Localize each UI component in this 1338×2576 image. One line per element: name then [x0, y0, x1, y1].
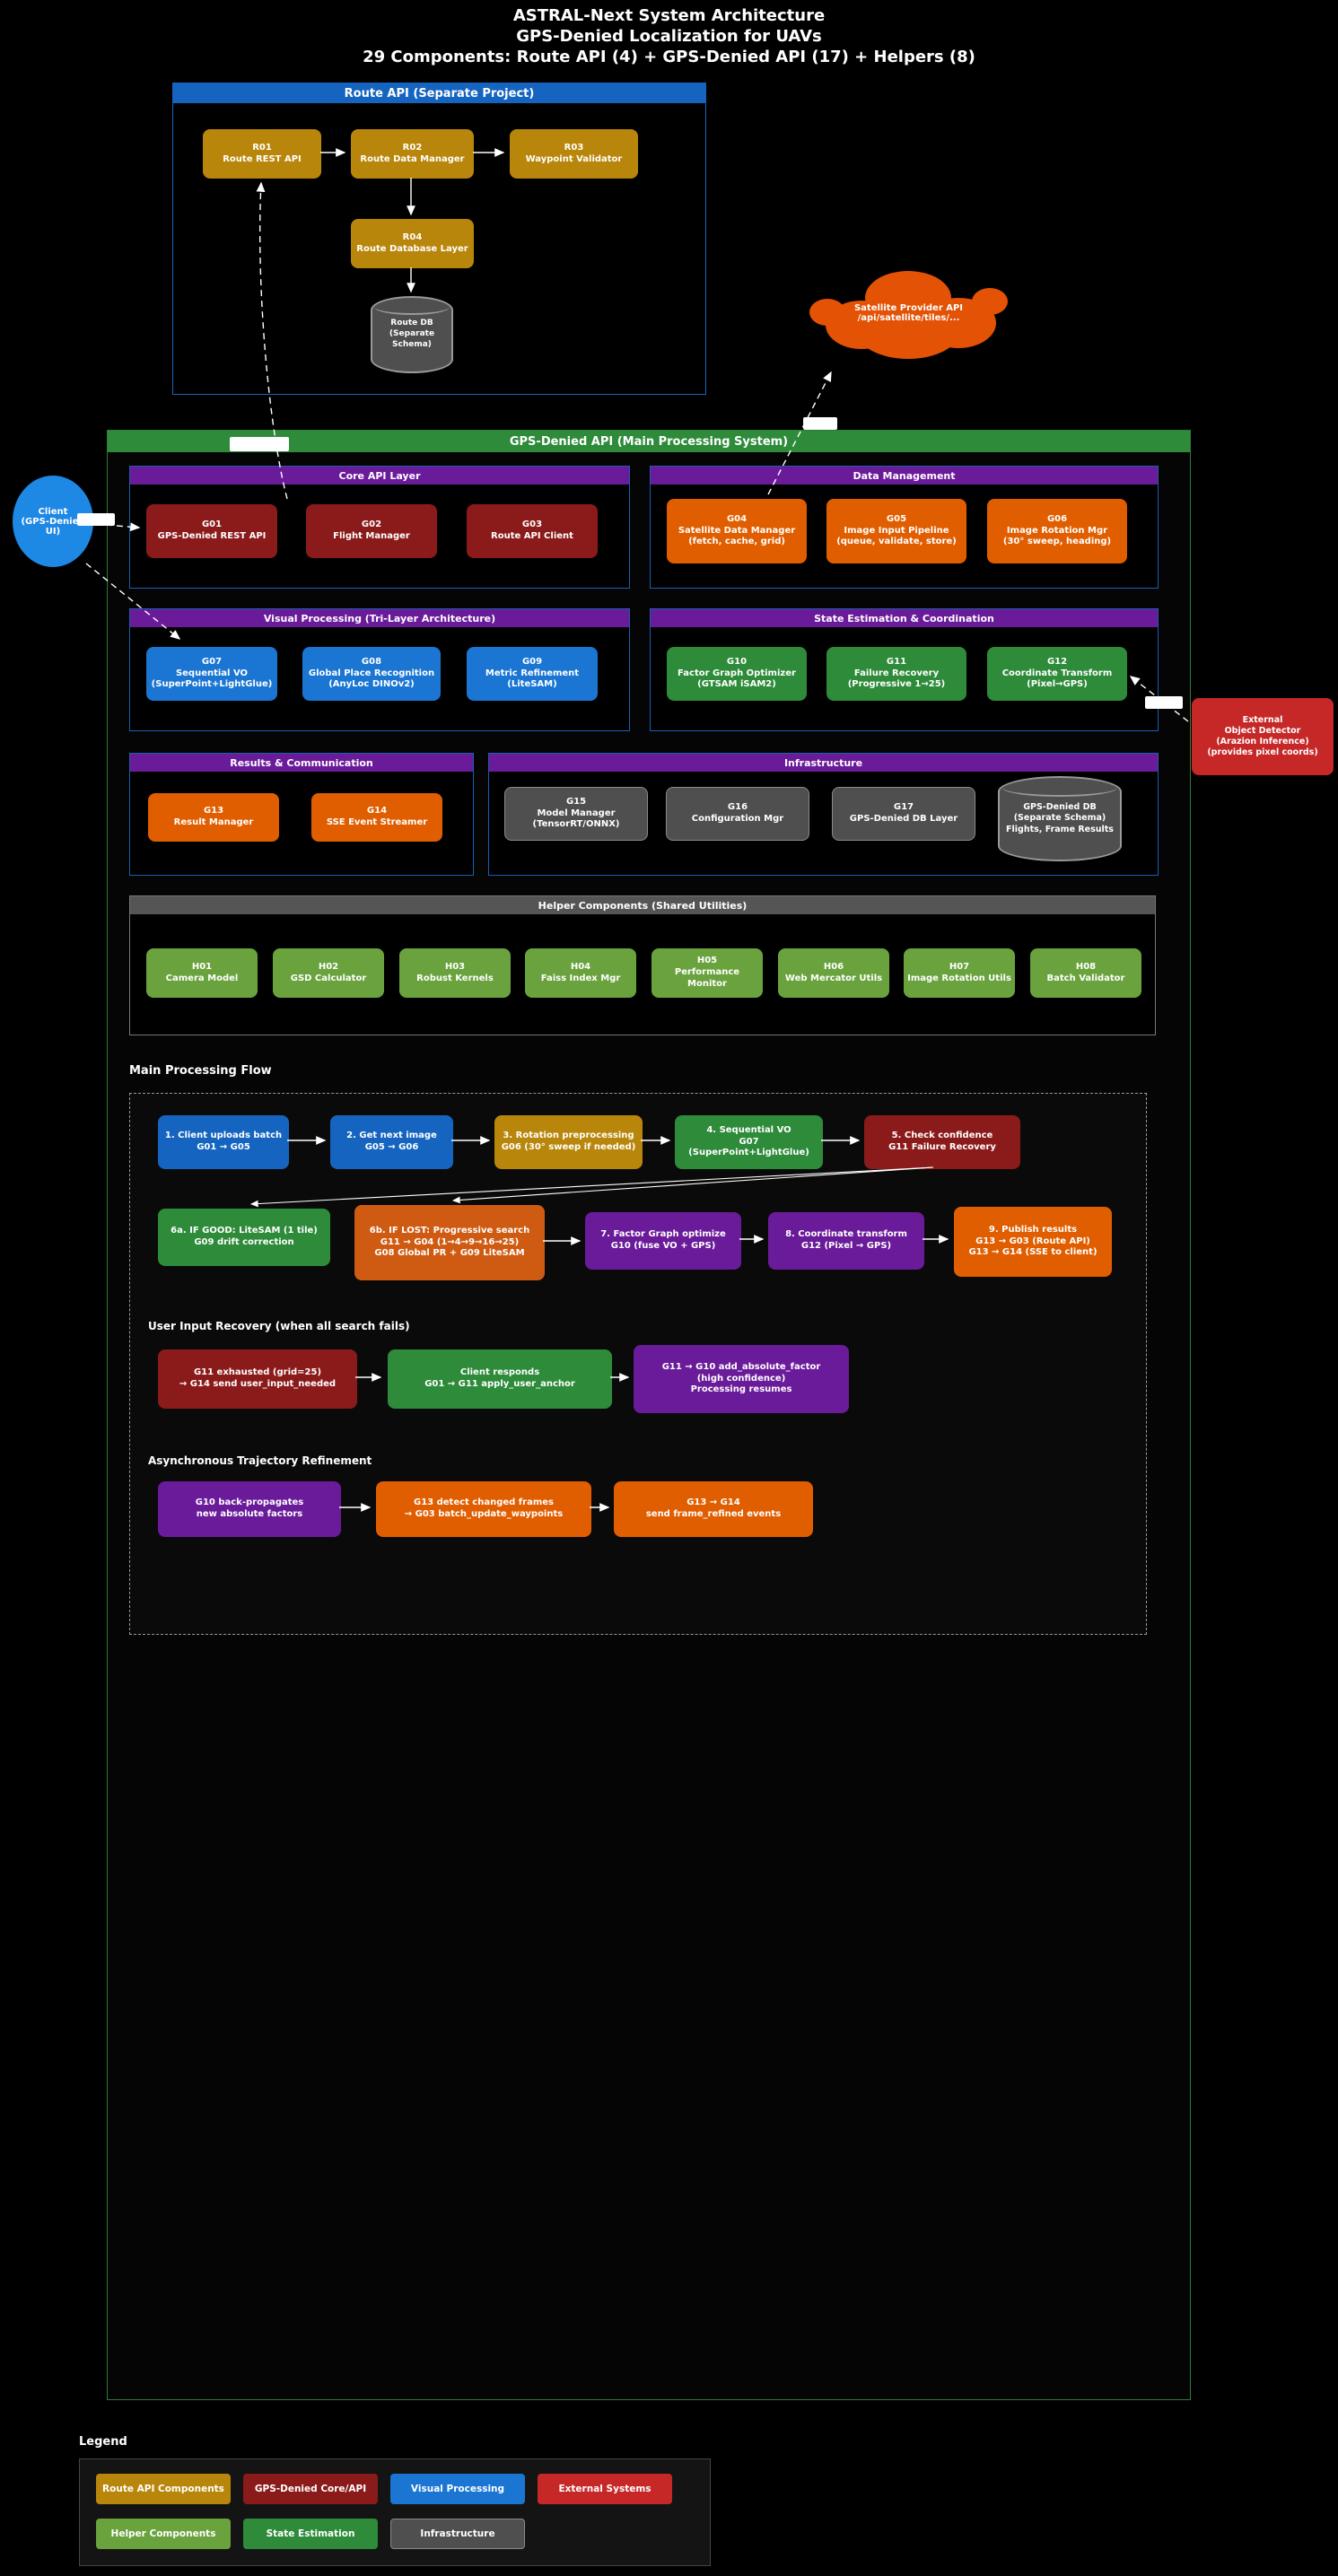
- helper-components-header: Helper Components (Shared Utilities): [130, 896, 1155, 914]
- node-g12: G12 Coordinate Transform (Pixel→GPS): [987, 647, 1127, 701]
- node-r01: R01 Route REST API: [203, 129, 321, 179]
- node-g08: G08 Global Place Recognition (AnyLoc DIN…: [302, 647, 441, 701]
- flow-step-2: 2. Get next image G05 → G06: [330, 1115, 453, 1169]
- results-communication-section: Results & Communication G13 Result Manag…: [129, 753, 474, 876]
- results-communication-header: Results & Communication: [130, 754, 473, 772]
- route-api-container: Route API (Separate Project) R01 Route R…: [172, 83, 706, 395]
- node-g04: G04 Satellite Data Manager (fetch, cache…: [667, 499, 807, 563]
- node-h07: H07 Image Rotation Utils: [904, 948, 1015, 998]
- data-management-header: Data Management: [651, 467, 1158, 485]
- node-g03: G03 Route API Client: [467, 504, 598, 558]
- async-step-2: G13 detect changed frames → G03 batch_up…: [376, 1481, 591, 1537]
- state-estimation-header: State Estimation & Coordination: [651, 609, 1158, 627]
- node-h03: H03 Robust Kernels: [399, 948, 511, 998]
- visual-processing-section: Visual Processing (Tri-Layer Architectur…: [129, 608, 630, 731]
- node-h01: H01 Camera Model: [146, 948, 258, 998]
- edge-label-blank-4: [1145, 696, 1183, 709]
- node-g05: G05 Image Input Pipeline (queue, validat…: [826, 499, 966, 563]
- node-g09: G09 Metric Refinement (LiteSAM): [467, 647, 598, 701]
- node-h04: H04 Faiss Index Mgr: [525, 948, 636, 998]
- flow-step-3: 3. Rotation preprocessing G06 (30° sweep…: [494, 1115, 643, 1169]
- recovery-step-1: G11 exhausted (grid=25) → G14 send user_…: [158, 1349, 357, 1409]
- visual-processing-header: Visual Processing (Tri-Layer Architectur…: [130, 609, 629, 627]
- legend-infrastructure: Infrastructure: [390, 2519, 525, 2549]
- flow-step-5: 5. Check confidence G11 Failure Recovery: [864, 1115, 1020, 1169]
- title-line-2: GPS-Denied Localization for UAVs: [516, 27, 822, 46]
- cloud-shape: [809, 271, 1008, 359]
- node-g14: G14 SSE Event Streamer: [311, 793, 442, 842]
- title-line-1: ASTRAL-Next System Architecture: [512, 6, 826, 25]
- route-db-cylinder: Route DB (Separate Schema): [371, 296, 453, 373]
- recovery-step-3: G11 → G10 add_absolute_factor (high conf…: [634, 1345, 849, 1413]
- helper-components-section: Helper Components (Shared Utilities) H01…: [129, 895, 1156, 1035]
- core-api-layer-section: Core API Layer G01 GPS-Denied REST API G…: [129, 466, 630, 589]
- node-g15: G15 Model Manager (TensorRT/ONNX): [504, 787, 648, 841]
- node-h08: H08 Batch Validator: [1030, 948, 1141, 998]
- gps-denied-db-cylinder: GPS-Denied DB (Separate Schema) Flights,…: [998, 776, 1122, 861]
- flow-step-4: 4. Sequential VO G07 (SuperPoint+LightGl…: [675, 1115, 823, 1169]
- legend-helper: Helper Components: [96, 2519, 231, 2549]
- legend-route-api: Route API Components: [96, 2474, 231, 2504]
- recovery-step-2: Client responds G01 → G11 apply_user_anc…: [388, 1349, 612, 1409]
- async-title: Asynchronous Trajectory Refinement: [148, 1454, 372, 1467]
- legend-external: External Systems: [538, 2474, 672, 2504]
- state-estimation-section: State Estimation & Coordination G10 Fact…: [650, 608, 1159, 731]
- satellite-provider-label: Satellite Provider API /api/satellite/ti…: [853, 303, 964, 323]
- legend-container: Route API Components GPS-Denied Core/API…: [79, 2458, 711, 2566]
- flow-step-9: 9. Publish results G13 → G03 (Route API)…: [954, 1207, 1112, 1277]
- node-g02: G02 Flight Manager: [306, 504, 437, 558]
- flow-step-7: 7. Factor Graph optimize G10 (fuse VO + …: [585, 1212, 741, 1270]
- main-flow-container: 1. Client uploads batch G01 → G05 2. Get…: [129, 1093, 1147, 1635]
- async-step-3: G13 → G14 send frame_refined events: [614, 1481, 813, 1537]
- data-management-section: Data Management G04 Satellite Data Manag…: [650, 466, 1159, 589]
- infrastructure-header: Infrastructure: [489, 754, 1158, 772]
- infrastructure-section: Infrastructure G15 Model Manager (Tensor…: [488, 753, 1159, 876]
- gps-denied-api-container: GPS-Denied API (Main Processing System) …: [107, 430, 1191, 2400]
- async-step-1: G10 back-propagates new absolute factors: [158, 1481, 341, 1537]
- recovery-title: User Input Recovery (when all search fai…: [148, 1320, 410, 1332]
- node-r04: R04 Route Database Layer: [351, 219, 474, 268]
- title-line-3: 29 Components: Route API (4) + GPS-Denie…: [363, 48, 975, 66]
- node-g01: G01 GPS-Denied REST API: [146, 504, 277, 558]
- node-g11: G11 Failure Recovery (Progressive 1→25): [826, 647, 966, 701]
- node-g10: G10 Factor Graph Optimizer (GTSAM iSAM2): [667, 647, 807, 701]
- node-g06: G06 Image Rotation Mgr (30° sweep, headi…: [987, 499, 1127, 563]
- flow-step-6a: 6a. IF GOOD: LiteSAM (1 tile) G09 drift …: [158, 1209, 330, 1266]
- main-flow-title: Main Processing Flow: [129, 1064, 272, 1078]
- node-h05: H05 Performance Monitor: [652, 948, 763, 998]
- flow-step-1: 1. Client uploads batch G01 → G05: [158, 1115, 289, 1169]
- route-api-header: Route API (Separate Project): [173, 83, 705, 103]
- satellite-provider-cloud: Satellite Provider API /api/satellite/ti…: [808, 260, 1010, 366]
- node-h02: H02 GSD Calculator: [273, 948, 384, 998]
- node-g13: G13 Result Manager: [148, 793, 279, 842]
- diagram-title: ASTRAL-Next System Architecture GPS-Deni…: [0, 5, 1338, 67]
- core-api-layer-header: Core API Layer: [130, 467, 629, 485]
- node-r02: R02 Route Data Manager: [351, 129, 474, 179]
- legend-title: Legend: [79, 2435, 127, 2449]
- external-object-detector: External Object Detector (Arazion Infere…: [1192, 698, 1334, 775]
- flow-step-6b: 6b. IF LOST: Progressive search G11 → G0…: [354, 1205, 545, 1280]
- legend-gps-core: GPS-Denied Core/API: [243, 2474, 378, 2504]
- node-h06: H06 Web Mercator Utils: [778, 948, 889, 998]
- node-g16: G16 Configuration Mgr: [666, 787, 809, 841]
- edge-label-blank-1: [230, 437, 289, 451]
- legend-visual: Visual Processing: [390, 2474, 525, 2504]
- flow-step-8: 8. Coordinate transform G12 (Pixel → GPS…: [768, 1212, 924, 1270]
- node-g07: G07 Sequential VO (SuperPoint+LightGlue): [146, 647, 277, 701]
- edge-label-blank-2: [803, 417, 837, 430]
- node-g17: G17 GPS-Denied DB Layer: [832, 787, 975, 841]
- edge-label-blank-3: [77, 513, 115, 526]
- legend-state: State Estimation: [243, 2519, 378, 2549]
- node-r03: R03 Waypoint Validator: [510, 129, 638, 179]
